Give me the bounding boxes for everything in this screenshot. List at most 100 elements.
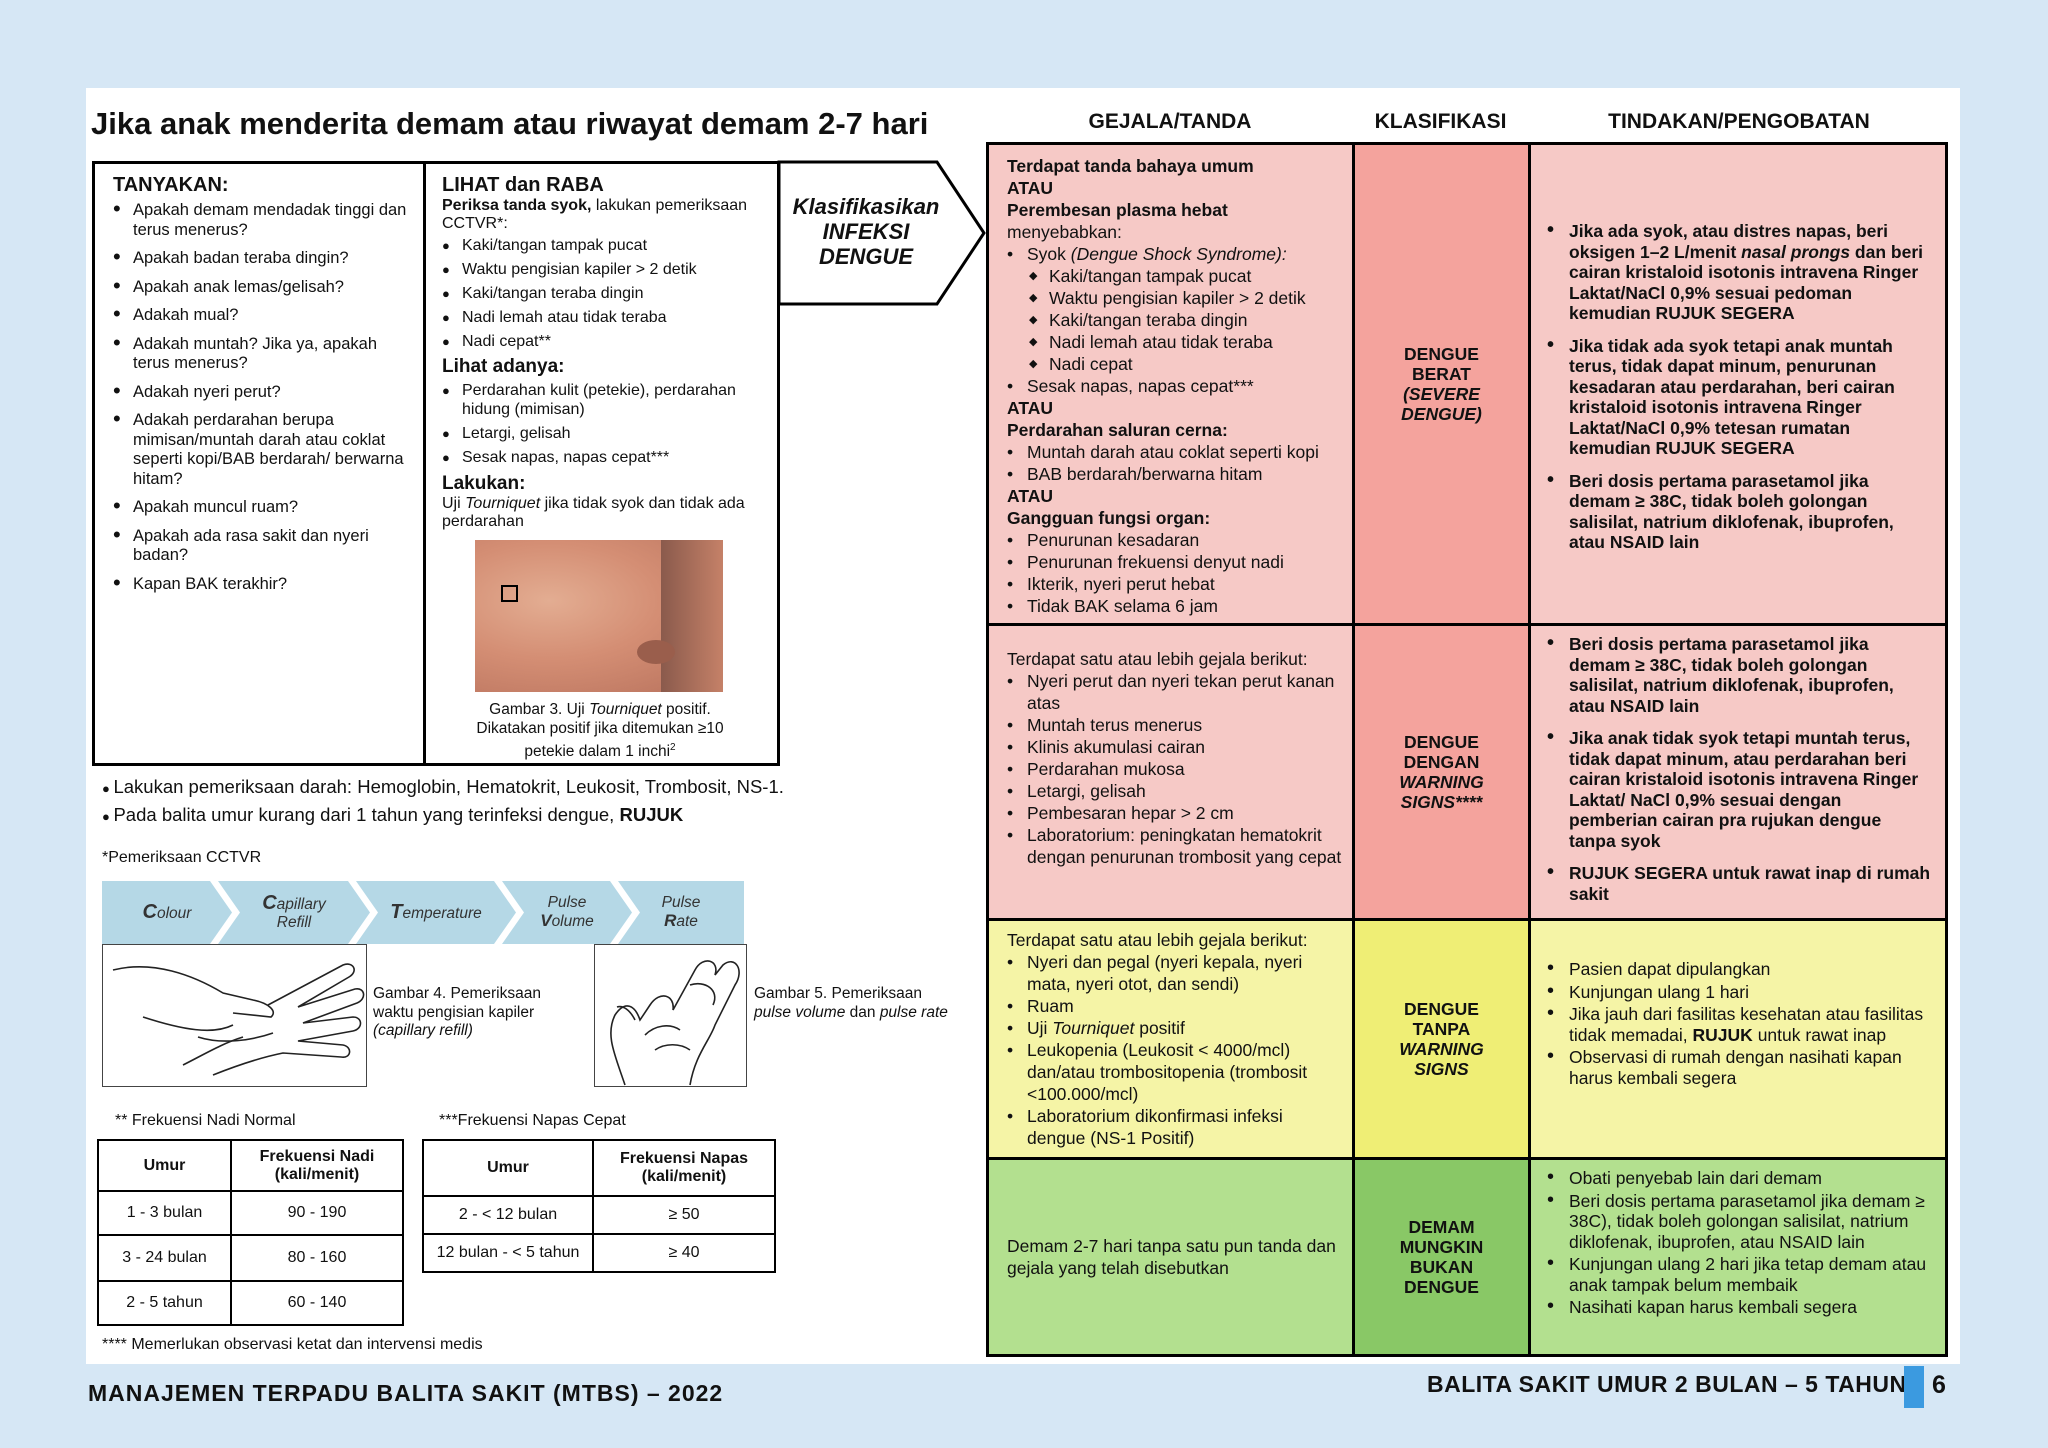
petekie-marker (501, 585, 518, 602)
list-item: Nadi cepat** (442, 332, 767, 351)
list-item: Muntah terus menerus (1007, 714, 1342, 736)
tanyakan-heading: TANYAKAN: (113, 174, 229, 196)
table-header: Umur (422, 1139, 594, 1197)
list-item: Penurunan frekuensi denyut nadi (1007, 551, 1342, 573)
list-item: Perdarahan kulit (petekie), perdarahan h… (442, 381, 767, 419)
lihat-adanya-heading: Lihat adanya: (442, 356, 565, 377)
nadi-note: ** Frekuensi Nadi Normal (115, 1112, 296, 1129)
gejala-text: Uji (1027, 1018, 1053, 1038)
klas-line: BERAT (1412, 364, 1471, 384)
table-cell: ≥ 40 (592, 1233, 776, 1273)
fig5-italic: pulse rate (879, 1003, 948, 1021)
list-item: Adakah perdarahan berupa mimisan/muntah … (113, 409, 409, 489)
syok-pre: Syok (1027, 244, 1071, 264)
capillary-refill-illustration (102, 944, 367, 1087)
gejala-text: Terdapat satu atau lebih gejala berikut: (1007, 930, 1308, 950)
classification-grid: Terdapat tanda bahaya umum ATAU Perembes… (986, 142, 1948, 1357)
table-row: 12 bulan - < 5 tahun ≥ 40 (422, 1233, 776, 1273)
list-item: Kapan BAK terakhir? (113, 573, 409, 595)
caption-italic: Tourniquet (589, 701, 662, 718)
sesak-list: Sesak napas, napas cepat*** (1007, 375, 1342, 397)
gejala-text: Terdapat satu atau lebih gejala berikut: (1007, 649, 1308, 669)
table-cell: 2 - < 12 bulan (422, 1195, 594, 1235)
klas-line: WARNING (1399, 1039, 1484, 1059)
klas-line: MUNGKIN (1399, 1237, 1484, 1257)
fig5-text: dan (845, 1003, 880, 1021)
list-item: Kaki/tangan tampak pucat (1007, 265, 1342, 287)
gejala-text: Perdarahan saluran cerna: (1007, 420, 1228, 440)
lakukan-italic: Tourniquet (465, 495, 541, 512)
tindakan-text: Jika jauh dari fasilitas kesehatan atau … (1569, 1004, 1924, 1045)
gejala-berat: Terdapat tanda bahaya umum ATAU Perembes… (986, 142, 1355, 626)
list-item: Waktu pengisian kapiler > 2 detik (1007, 287, 1342, 309)
gejala-bukan-dengue: Demam 2-7 hari tanpa satu pun tanda dan … (986, 1157, 1355, 1357)
list-item: Nadi cepat (1007, 353, 1342, 375)
list-item: Beri dosis pertama parasetamol jika dema… (1547, 1190, 1931, 1253)
napas-note: ***Frekuensi Napas Cepat (439, 1112, 626, 1129)
table-cell: 2 - 5 tahun (97, 1280, 232, 1326)
klas-line: DENGUE (1404, 732, 1479, 752)
tindakan-italic: nasal prongs (1741, 241, 1851, 262)
tindakan-text: Jika ada syok, atau distres napas, beri … (1569, 221, 1889, 262)
list-item: Apakah ada rasa sakit dan nyeri badan? (113, 525, 409, 566)
atau-label: ATAU (1007, 178, 1054, 198)
klas-line: SIGNS (1414, 1059, 1469, 1079)
photo-caption: Gambar 3. Uji Tourniquet positif. Dikata… (455, 700, 745, 761)
tindakan-text: untuk rawat inap (1752, 1024, 1887, 1045)
list-item: Perdarahan mukosa (1007, 758, 1342, 780)
refer-note: Pada balita umur kurang dari 1 tahun yan… (102, 804, 683, 826)
list-item: Nyeri dan pegal (nyeri kepala, nyeri mat… (1007, 951, 1342, 995)
tindakan-list: Jika ada syok, atau distres napas, beri … (1547, 220, 1931, 553)
lakukan-heading: Lakukan: (442, 473, 526, 494)
list-item: Obati penyebab lain dari demam (1547, 1167, 1931, 1189)
list-item: Muntah darah atau coklat seperti kopi (1007, 441, 1342, 463)
klas-line: DENGUE (1404, 999, 1479, 1019)
lihat-raba-box: LIHAT dan RABA Periksa tanda syok, lakuk… (423, 161, 780, 766)
list-item: Beri dosis pertama parasetamol jika dema… (1547, 633, 1931, 716)
list-item: Jika jauh dari fasilitas kesehatan atau … (1547, 1003, 1931, 1045)
list-item: Apakah muncul ruam? (113, 496, 409, 518)
tindakan-list: Beri dosis pertama parasetamol jika dema… (1547, 633, 1931, 904)
fig4-caption: Gambar 4. Pemeriksaan waktu pengisian ka… (373, 985, 573, 1041)
list-item: Jika ada syok, atau distres napas, beri … (1547, 220, 1931, 324)
caption-sup: 2 (670, 742, 676, 753)
list-item: Sesak napas, napas cepat*** (442, 448, 767, 467)
table-row: 2 - 5 tahun 60 - 140 (97, 1280, 404, 1326)
list-item: Ruam (1007, 995, 1342, 1017)
list-item: Leukopenia (Leukosit < 4000/mcl) dan/ata… (1007, 1039, 1342, 1105)
list-item: Nadi lemah atau tidak teraba (1007, 331, 1342, 353)
klas-line: DENGUE) (1401, 404, 1482, 424)
header-gejala: GEJALA/TANDA (1088, 110, 1252, 133)
gejala-warning: Terdapat satu atau lebih gejala berikut:… (986, 623, 1355, 921)
syok-italic: (Dengue Shock Syndrome): (1070, 244, 1287, 264)
lakukan-text: Uji Tourniquet jika tidak syok dan tidak… (442, 495, 767, 531)
tindakan-bold: RUJUK (1692, 1024, 1753, 1045)
chevron-text: emperature (402, 904, 482, 922)
tindakan-list: Pasien dapat dipulangkan Kunjungan ulang… (1547, 958, 1931, 1088)
list-item: Nasihati kapan harus kembali segera (1547, 1296, 1931, 1318)
arrow-line: Klasifikasikan (792, 194, 940, 219)
table-header: Frekuensi Napas (kali/menit) (592, 1139, 776, 1197)
gejala-text: Perembesan plasma hebat (1007, 200, 1228, 220)
tanyakan-box: TANYAKAN: Apakah demam mendadak tinggi d… (92, 161, 426, 766)
refer-bold: RUJUK (619, 804, 684, 825)
list-item: Sesak napas, napas cepat*** (1007, 375, 1342, 397)
klas-line: (SEVERE (1403, 384, 1480, 404)
list-item: Beri dosis pertama parasetamol jika dema… (1547, 470, 1931, 553)
table-cell: 12 bulan - < 5 tahun (422, 1233, 594, 1273)
list-item: Ikterik, nyeri perut hebat (1007, 573, 1342, 595)
gejala-italic: Tourniquet (1052, 1018, 1135, 1038)
list-item: Adakah nyeri perut? (113, 381, 409, 403)
header-klasifikasi: KLASIFIKASI (1374, 110, 1507, 133)
header-tindakan: TINDAKAN/PENGOBATAN (1608, 110, 1870, 133)
caption-part: positif. Dikatakan positif jika ditemuka… (476, 701, 724, 761)
syok-sublist: Kaki/tangan tampak pucat Waktu pengisian… (1007, 265, 1342, 375)
list-item: Penurunan kesadaran (1007, 529, 1342, 551)
klas-line: TANPA (1412, 1019, 1471, 1039)
hands-drawing (112, 963, 365, 1076)
fig5-italic: pulse volume (754, 1003, 846, 1021)
